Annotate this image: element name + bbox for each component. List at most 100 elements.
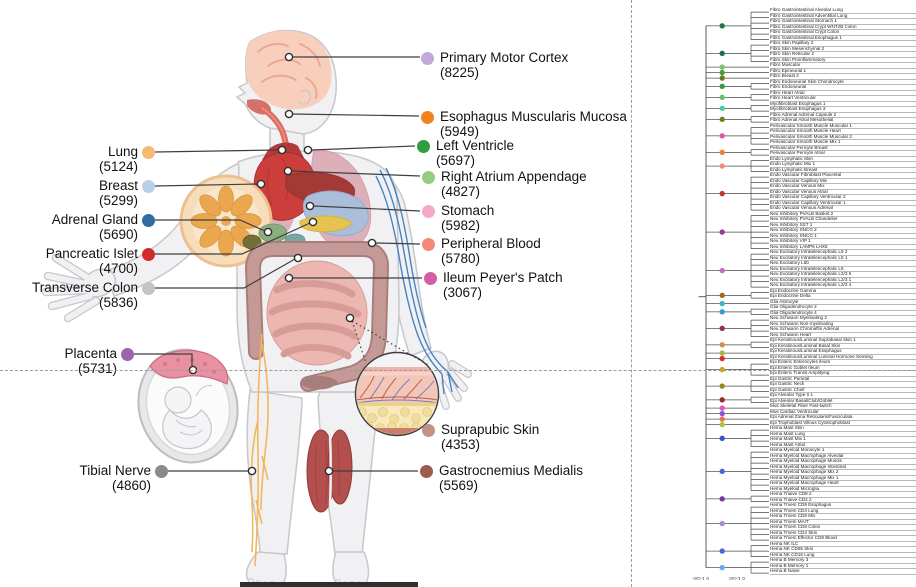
tissue-dot-tibial-nerve [154, 464, 168, 478]
tissue-name: Ileum Peyer's Patch [443, 270, 563, 285]
dendrogram-leaf: Neu Inhibitory SST 1 [770, 222, 916, 229]
dendrogram-leaf: Hema Tmem Effector CD8 Blood [770, 535, 916, 542]
dendrogram-leaf: Fibro Adrenal Adrenal Capsule 2 [770, 112, 916, 119]
dendrogram-leaf: Fibro Endoneurial Skin Chondrocyte [770, 79, 916, 86]
cluster-node-dot [719, 342, 725, 348]
tissue-name: Peripheral Blood [441, 236, 541, 251]
dendrogram-leaf: Fibro Gastrointestinal Adventitial Lung [770, 13, 916, 20]
dendrogram-leaf: Epi Alveolar Type II 1 [770, 392, 916, 399]
tissue-dot-adrenal-gland [141, 213, 155, 227]
dendrogram-leaf: Neu Excitatory Intratelencephalic L2/3 4 [770, 282, 916, 289]
dendrogram-leaf: Endo Vascular Venous Mix [770, 183, 916, 190]
tissue-label-ileum-peyer-s-patch: Ileum Peyer's Patch(3067) [443, 270, 563, 300]
cluster-node-dot [719, 405, 725, 411]
cluster-node-dot [719, 75, 725, 81]
dendrogram-leaf: Hema Myeloid Macrophage Alveolar [770, 453, 916, 460]
cluster-node-dot [719, 383, 725, 389]
axis-tick: 0 [706, 576, 709, 581]
dendrogram-leaf: Hema Tnaive CD8 2 [770, 491, 916, 498]
cluster-node-dot [719, 83, 725, 90]
tissue-cell-count: (5569) [439, 478, 479, 493]
dendrogram-leaf: Endo Vascular Capillary Ventricular 1 [770, 200, 916, 207]
cluster-node-dot [719, 64, 725, 70]
tissue-name: Suprapubic Skin [441, 422, 540, 437]
tissue-dot-right-atrium-appendage [421, 170, 435, 184]
dendrogram-leaf: Neu Inhibitory LAMP5 LHX6 [770, 244, 916, 251]
dendrogram-leaf: Neu Inhibitory SNCG 2 [770, 227, 916, 234]
tissue-dot-lung [141, 145, 155, 159]
dendrogram-axis-2: 0 1-corr. [728, 576, 745, 581]
cluster-node-dot [719, 564, 725, 571]
dendrogram-leaf: Epi Endocrine Delta [770, 293, 916, 300]
cluster-node-dot [719, 50, 725, 57]
dendrogram-leaf: Endo Vascular Capillary Ventricular 2 [770, 194, 916, 201]
tissue-dot-primary-motor-cortex [420, 51, 434, 65]
colon [245, 241, 389, 392]
dendrogram-leaf: Neu Excitatory L6b [770, 260, 916, 267]
dendrogram-leaf: Hema Tmem CD8 Esophagus [770, 502, 916, 509]
dendrogram-leaf: Perivascular Smooth Muscle Heart [770, 128, 916, 135]
tissue-label-left-ventricle: Left Ventricle(5697) [436, 138, 514, 168]
tissue-label-transverse-colon: Transverse Colon(5836) [0, 280, 138, 310]
tissue-cell-count: (5836) [98, 295, 138, 310]
cluster-node-dot [719, 309, 725, 315]
tissue-label-tibial-nerve: Tibial Nerve(4860) [11, 463, 151, 493]
tissue-label-pancreatic-islet: Pancreatic Islet(4700) [0, 246, 138, 276]
dendrogram-leaf: Epi Gastric Parietal [770, 376, 916, 383]
dendrogram-leaf: Epi Endocrine Gamma [770, 288, 916, 295]
dendrogram-leaf: Epi Trophoblast Villous Cytotrophoblast [770, 420, 916, 427]
dendrogram-leaf: Neu Schwann Myelinating 2 [770, 315, 916, 322]
axis-label: 1-corr. [728, 576, 741, 581]
dendrogram-leaf: Neu Inhibitory SNCG 1 [770, 233, 916, 240]
tissue-label-placenta: Placenta(5731) [0, 346, 117, 376]
dendrogram-leaf: Epi Keratinous/Luminal Suprabasal Skin 1 [770, 337, 916, 344]
tissue-dot-stomach [421, 204, 435, 218]
dendrogram-leaf: Mus Cardiac Ventricular [770, 409, 916, 416]
dendrogram-leaf: Hema Myeloid Macrophage Mix 1 [770, 475, 916, 482]
dendrogram-leaf: Mus Skeletal Fiber Fast-twitch [770, 403, 916, 410]
fetus-head [164, 386, 192, 414]
tissue-dot-transverse-colon [141, 281, 155, 295]
dendrogram-leaf: Endo Vascular Fibroblast Placental [770, 172, 916, 179]
dendrogram-leaf: Epi Gastric Neck [770, 381, 916, 388]
dendrogram-leaf: Endo Lymphatic Skin [770, 156, 916, 163]
cluster-node-dot [719, 94, 725, 101]
axis-tick: 0 [742, 576, 745, 581]
tissue-label-gastrocnemius-medialis: Gastrocnemius Medialis(5569) [439, 463, 583, 493]
dendrogram-leaf: Hema NK CD56 Skin [770, 546, 916, 553]
tissue-label-lung: Lung(5124) [0, 144, 138, 174]
dendrogram-leaf: Perivascular Pericyte Breast [770, 145, 916, 152]
brain [245, 30, 332, 110]
dendrogram-leaf: Fibro Skin Mesenchymal 2 [770, 46, 916, 53]
dendrogram-leaf: Hema Myeloid Macrophage Mix 2 [770, 469, 916, 476]
cluster-node-dot [719, 435, 725, 442]
dendrogram-leaf: Fibro Gastrointestinal Crypt WNT2B Colon [770, 24, 916, 31]
tissue-name: Placenta [64, 346, 117, 361]
dendrogram-leaf: Fibro Breast 2 [770, 73, 916, 80]
dendrogram-leaf: Endo Lymphatic Breast [770, 167, 916, 174]
ear [298, 89, 311, 105]
cluster-node-dot [719, 496, 725, 502]
tissue-name: Adrenal Gland [51, 212, 138, 227]
cluster-node-dot [719, 325, 725, 332]
dendrogram-leaf: Myofibroblast Esophagus 3 [770, 106, 916, 113]
dendrogram-leaf: Hema NK CD16 Lung [770, 552, 916, 559]
tissue-name: Primary Motor Cortex [440, 50, 569, 65]
dendrogram-leaf: Fibro Heart Ventricular [770, 95, 916, 102]
tissue-dot-left-ventricle [416, 139, 430, 153]
dendrogram-leaf: Endo Vascular Capillary Mix [770, 178, 916, 185]
tissue-label-peripheral-blood: Peripheral Blood(5780) [441, 236, 541, 266]
dendrogram-leaf: Hema Myeloid Macrophage Intestinal [770, 464, 916, 471]
dendrogram-leaf: Hema Tmem CD4 Lung [770, 508, 916, 515]
ground-bar [240, 582, 418, 587]
tissue-cell-count: (4700) [98, 261, 138, 276]
dendrogram-leaf: Perivascular Pericyte Atrial [770, 150, 916, 157]
quadrant-divider-horizontal [0, 370, 916, 371]
cluster-node-dot [719, 292, 725, 299]
dendrogram-leaf: Epi Gastric Chief [770, 387, 916, 394]
cluster-node-dot [719, 229, 725, 235]
dendrogram-leaf: Hema Myeloid Macrophage Heart [770, 480, 916, 487]
tissue-cell-count: (3067) [443, 285, 483, 300]
dendrogram-leaf: Hema Myeloid Monocyte 1 [770, 447, 916, 454]
